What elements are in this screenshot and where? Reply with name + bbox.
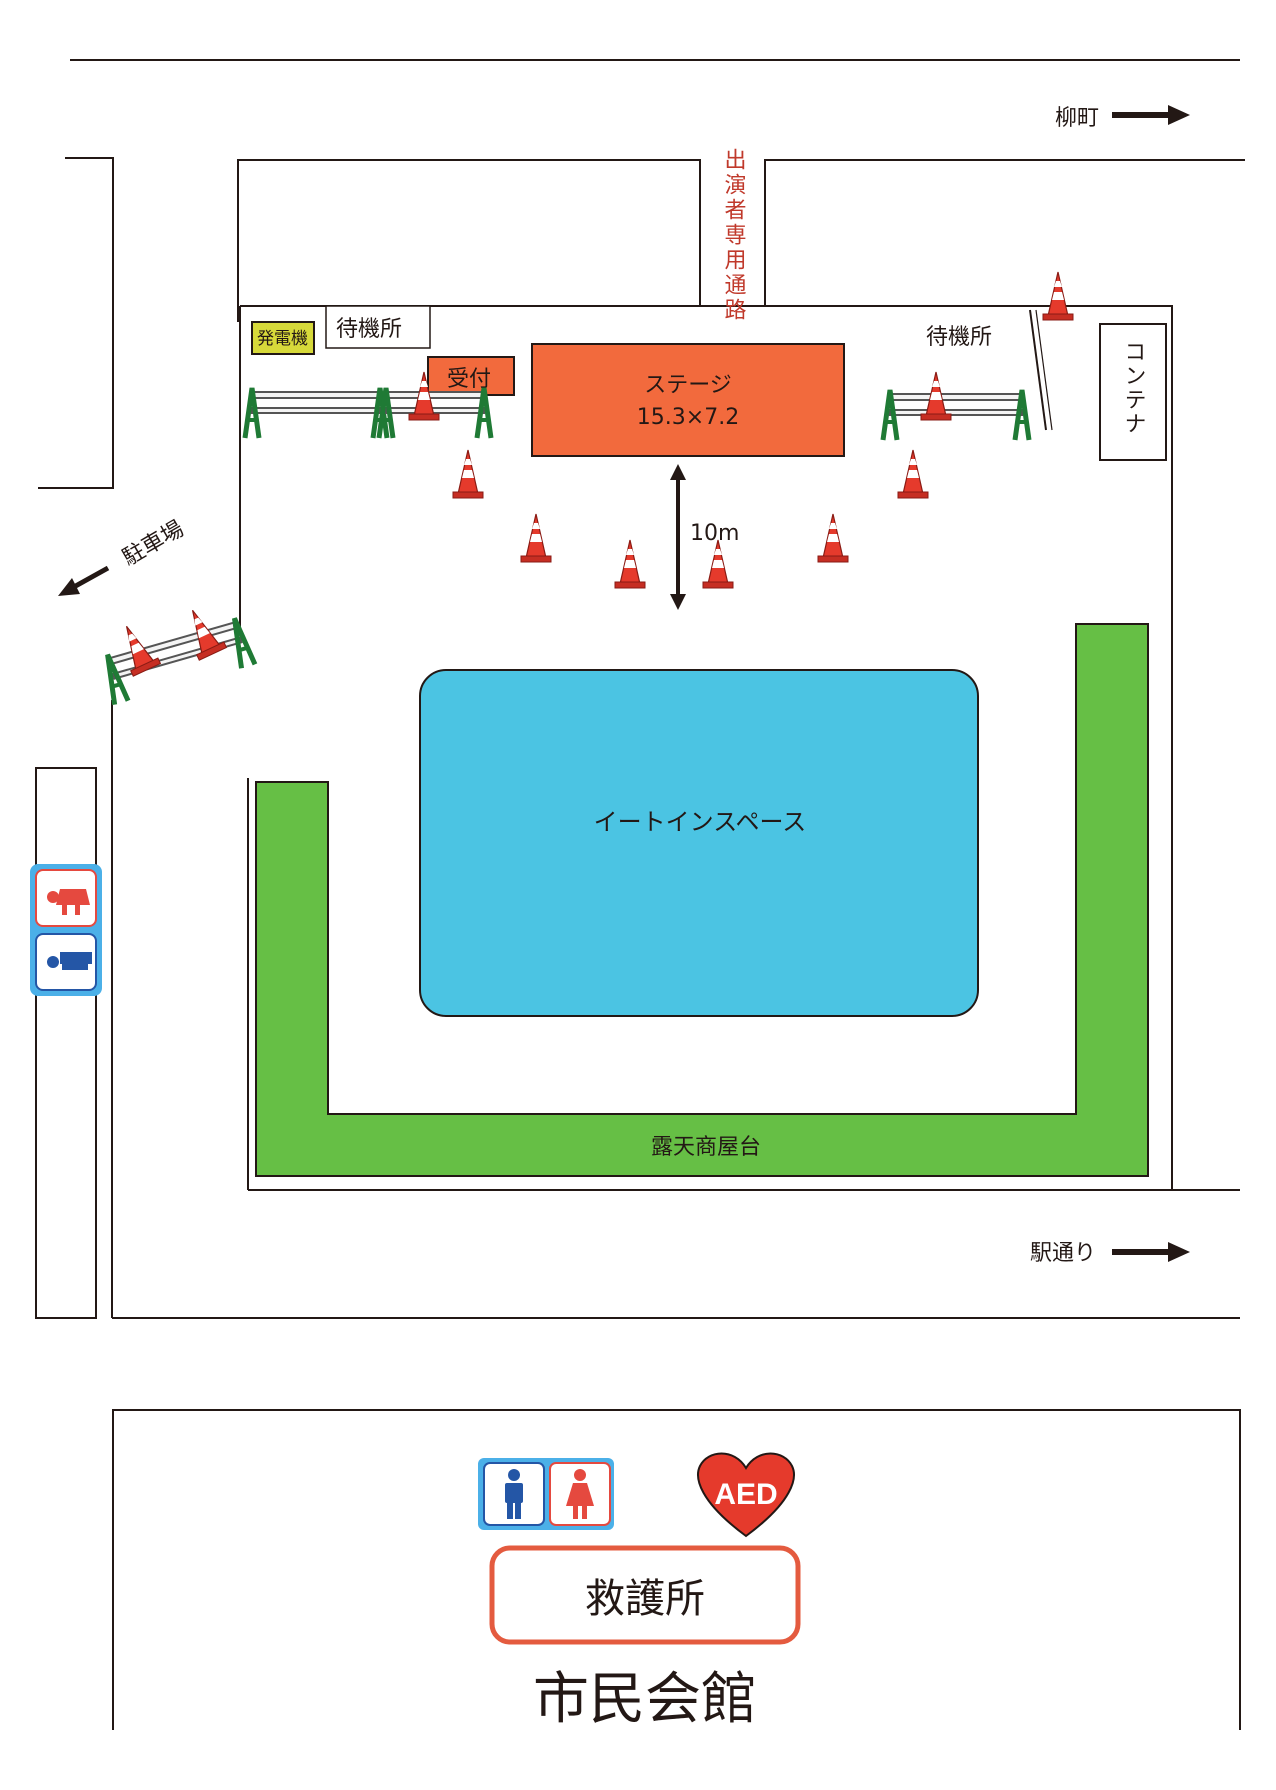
road-outlines <box>35 59 1245 1730</box>
traffic-cone-icon <box>408 371 440 421</box>
barrier-icon <box>376 387 494 439</box>
barrier-icon <box>105 617 258 705</box>
label-first-aid: 救護所 <box>585 1576 705 1622</box>
reception-box <box>427 356 515 396</box>
double-arrow-icon <box>670 464 686 610</box>
label-yanagimachi: 柳町 <box>1055 106 1099 131</box>
traffic-cone-icon <box>452 449 484 499</box>
aed-heart-icon <box>697 1452 795 1538</box>
label-stage-title: ステージ <box>644 373 732 398</box>
label-waiting-right: 待機所 <box>926 325 992 350</box>
arrow-yanagimachi: 柳町 <box>1055 105 1190 131</box>
traffic-cone-icon <box>702 539 734 589</box>
waiting-area-left <box>325 305 431 349</box>
arrow-parking: 駐車場 <box>58 517 188 596</box>
label-waiting-left: 待機所 <box>336 317 402 342</box>
label-distance: 10m <box>690 521 739 546</box>
label-performer-path: 出演者専用通路 <box>721 148 747 323</box>
arrow-right-icon <box>1112 105 1190 125</box>
label-eat-in: イートインスペース <box>594 808 807 836</box>
arrow-station-street: 駅通り <box>1030 1241 1190 1266</box>
arrow-left-icon <box>58 565 110 596</box>
toilet-sign-left <box>30 864 102 996</box>
traffic-cone-icon <box>520 513 552 563</box>
traffic-cone-icon <box>1042 271 1074 321</box>
barrier-icon <box>242 387 390 439</box>
traffic-cone-icon <box>191 609 228 661</box>
female-toilet-icon <box>35 869 97 927</box>
label-station-street: 駅通り <box>1030 1241 1096 1266</box>
rope-line <box>1029 309 1047 431</box>
toilet-sign-bottom <box>478 1458 614 1530</box>
traffic-cone-icon <box>920 371 952 421</box>
container-box <box>1099 323 1167 461</box>
traffic-cone-icon <box>897 449 929 499</box>
traffic-cone-icon <box>125 625 162 677</box>
eat-in-area <box>419 669 979 1017</box>
rope-line <box>1035 309 1053 431</box>
stage-area <box>531 343 845 457</box>
stalls-area <box>255 623 1149 1177</box>
label-stalls: 露天商屋台 <box>651 1135 761 1160</box>
label-generator: 発電機 <box>257 329 308 349</box>
label-container: コンテナ <box>1121 340 1146 436</box>
female-toilet-icon <box>549 1462 611 1526</box>
male-toilet-icon <box>483 1462 545 1526</box>
label-stage-size: 15.3×7.2 <box>637 405 739 430</box>
traffic-cone-icon <box>614 539 646 589</box>
male-toilet-icon <box>35 933 97 991</box>
first-aid-box <box>489 1545 801 1645</box>
arrow-right-icon <box>1112 1242 1190 1262</box>
barrier-icon <box>880 389 1032 441</box>
generator-box <box>251 321 315 355</box>
label-parking: 駐車場 <box>119 517 189 572</box>
label-civic-hall: 市民会館 <box>533 1667 757 1732</box>
label-aed: AED <box>714 1478 777 1511</box>
traffic-cones <box>125 271 1074 677</box>
traffic-cone-icon <box>817 513 849 563</box>
